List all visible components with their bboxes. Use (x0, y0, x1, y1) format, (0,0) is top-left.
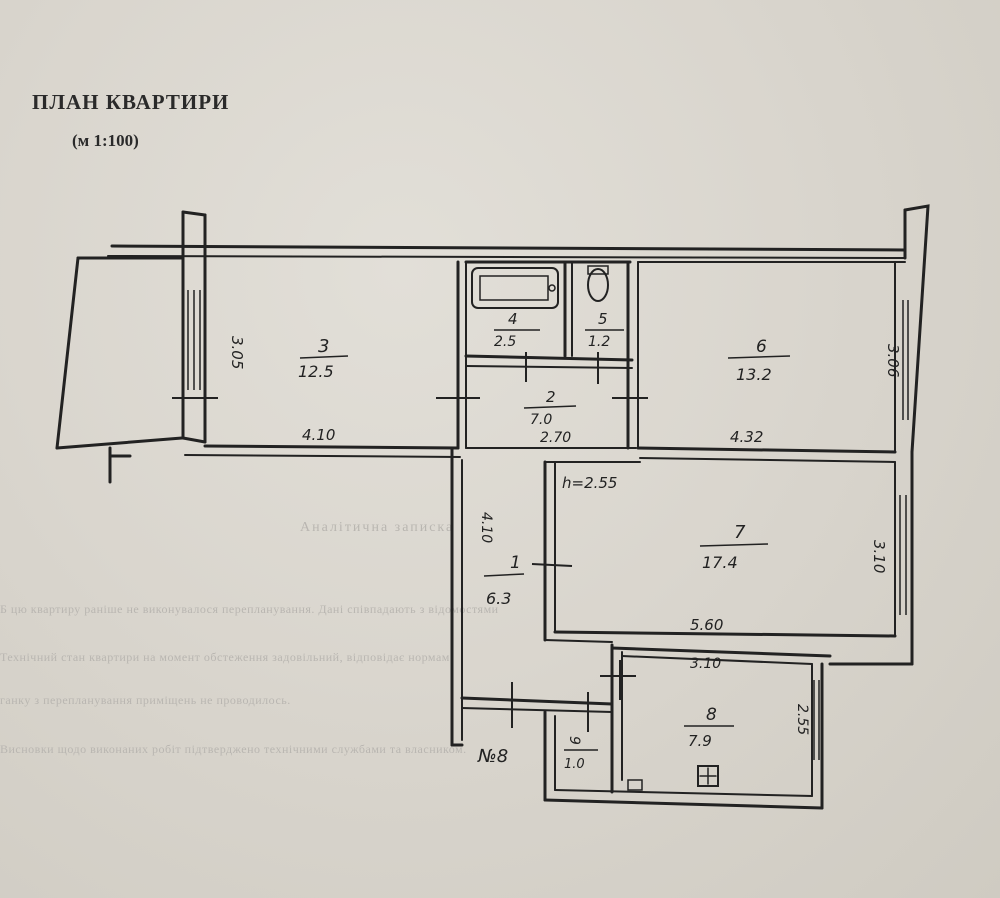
window-room7 (899, 495, 907, 615)
room-number: 5 (598, 310, 608, 328)
room-area: 1.0 (564, 757, 585, 772)
bathtub (471, 267, 559, 309)
dimension-label: 3.10 (870, 540, 888, 573)
scale-label: (м 1:100) (72, 131, 139, 150)
room-number: 3 (318, 336, 329, 357)
room-number: 6 (756, 337, 767, 357)
apartment-number: №8 (477, 746, 508, 767)
wall-bath-bottom (464, 354, 634, 362)
room-number: 7 (734, 522, 746, 543)
room-area: 17.4 (702, 553, 738, 572)
left-wall-cap (181, 210, 207, 217)
sink (627, 779, 643, 791)
page-title: ПЛАН КВАРТИРИ (32, 90, 230, 114)
dimension-label: 2.55 (794, 704, 810, 735)
ghost-text-line: ганку з перепланування приміщень не пров… (0, 693, 291, 707)
room-number: 9 (566, 736, 582, 745)
balcony-bottom (55, 436, 184, 450)
dimension-label: 3.10 (690, 656, 721, 672)
room-area: 13.2 (736, 365, 772, 384)
wall-room3-bottom (203, 444, 460, 450)
room-number: 4 (508, 310, 518, 328)
dimension-label: 2.70 (540, 430, 571, 446)
dimension-label: 4.10 (302, 426, 335, 444)
ghost-text-line: Висновки щодо виконаних робіт підтвердже… (0, 742, 467, 756)
window-room6 (902, 300, 909, 420)
dimension-label: 5.60 (690, 616, 723, 634)
balcony-left (55, 256, 80, 450)
room-area: 6.3 (486, 589, 511, 608)
outer-wall-top (110, 244, 907, 252)
room-area: 12.5 (298, 362, 334, 381)
ceiling-height-label: h=2.55 (562, 474, 617, 492)
right-wall-upper (903, 204, 930, 454)
wall-room7-bottom (553, 630, 897, 638)
dimension-label: 4.32 (730, 428, 763, 446)
stove (697, 765, 719, 787)
window-room8 (813, 680, 820, 760)
room-area: 1.2 (588, 334, 610, 350)
room-area: 7.9 (688, 732, 712, 750)
outer-wall-top-inner (107, 255, 906, 259)
room-area: 7.0 (530, 412, 552, 428)
wall-room8-bottom (543, 798, 824, 810)
ghost-text-line: Технічний стан квартири на момент обстеж… (0, 650, 454, 664)
toilet (587, 268, 609, 302)
dimension-label: 4.10 (478, 512, 494, 543)
wall-room6-bottom (636, 446, 897, 454)
dimension-label: 3.05 (228, 336, 246, 369)
wall-corridor-bottom (460, 696, 614, 706)
dimension-label: 3.06 (884, 344, 902, 377)
room-number: 2 (546, 388, 556, 406)
ghost-text-line: Б цю квартиру раніше не виконувалося пер… (0, 602, 499, 616)
room-number: 1 (510, 553, 521, 573)
room-area: 2.5 (494, 334, 516, 350)
ghost-heading: Аналітична записка (300, 520, 455, 535)
window-room3 (187, 290, 201, 390)
room-number: 8 (706, 705, 717, 725)
